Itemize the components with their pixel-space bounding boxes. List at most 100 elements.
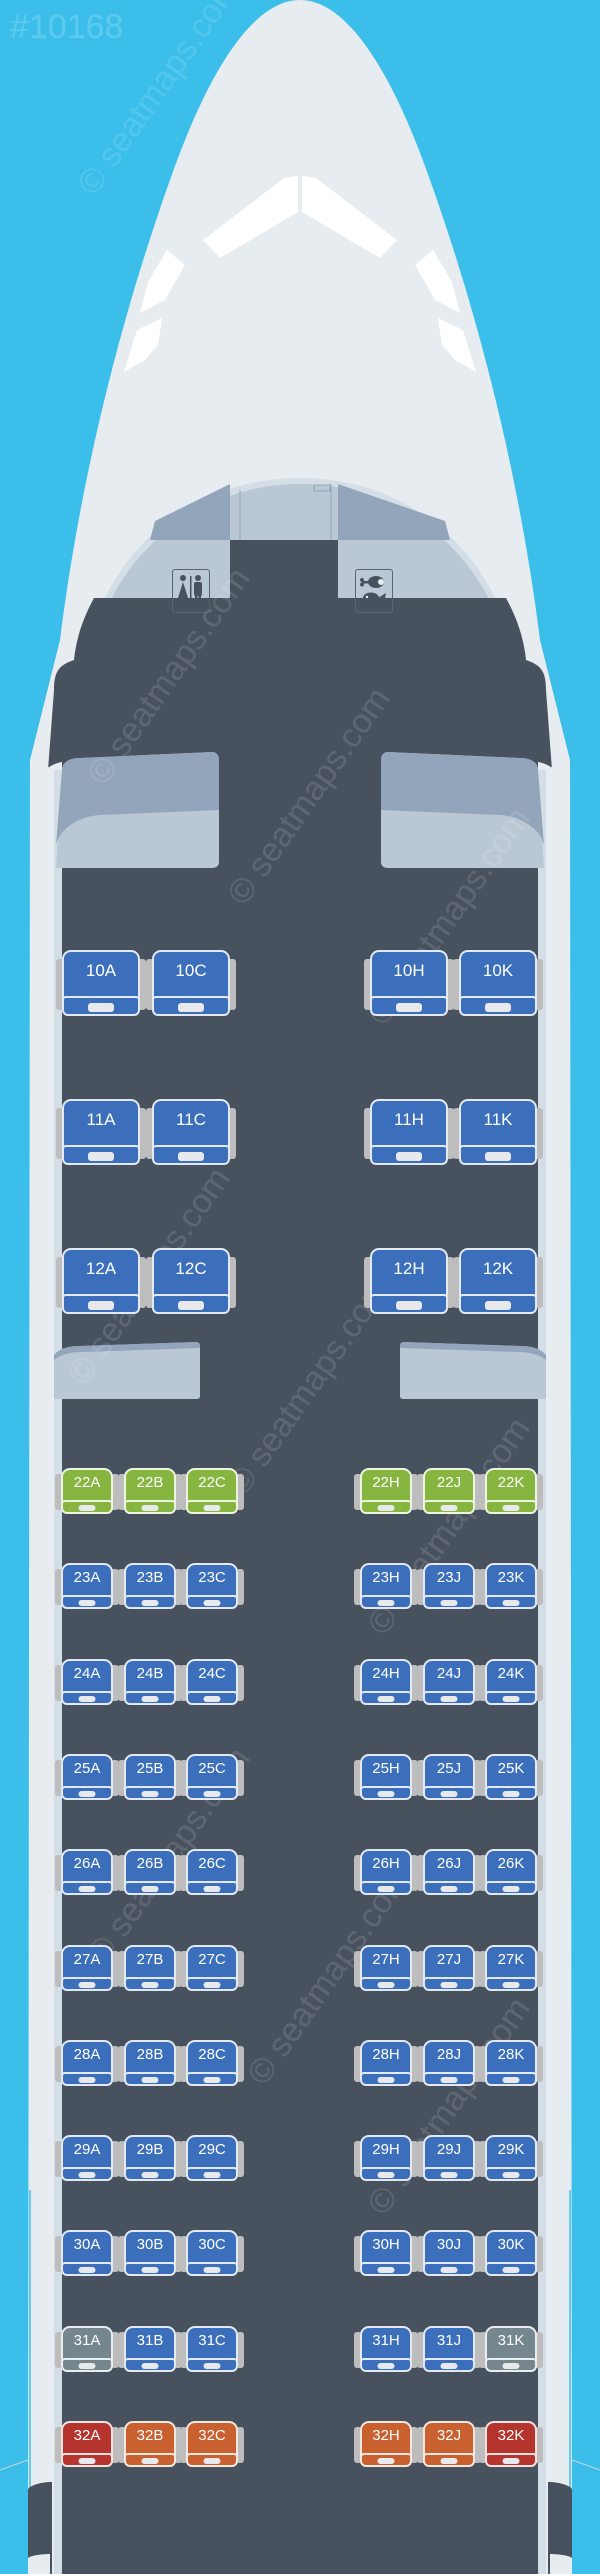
- seat[interactable]: 31C: [180, 2326, 244, 2372]
- seat[interactable]: 29K: [479, 2135, 543, 2181]
- seat[interactable]: 32C: [180, 2421, 244, 2467]
- seat[interactable]: 28H: [354, 2040, 418, 2086]
- seat[interactable]: 26H: [354, 1849, 418, 1895]
- seat[interactable]: 10A: [56, 950, 146, 1016]
- seat[interactable]: 27K: [479, 1945, 543, 1991]
- seat[interactable]: 31B: [118, 2326, 182, 2372]
- seat[interactable]: 30A: [55, 2230, 119, 2276]
- seat[interactable]: 23A: [55, 1563, 119, 1609]
- seat[interactable]: 26B: [118, 1849, 182, 1895]
- seat[interactable]: 24H: [354, 1659, 418, 1705]
- seat-armrest: [453, 1257, 461, 1308]
- seat[interactable]: 22H: [354, 1468, 418, 1514]
- seat[interactable]: 23K: [479, 1563, 543, 1609]
- seat-label: 10H: [393, 961, 425, 980]
- seat-armrest: [354, 1855, 362, 1891]
- seat-label: 22H: [372, 1474, 400, 1491]
- seat[interactable]: 26K: [479, 1849, 543, 1895]
- seat[interactable]: 27C: [180, 1945, 244, 1991]
- seat[interactable]: 24C: [180, 1659, 244, 1705]
- seat[interactable]: 22K: [479, 1468, 543, 1514]
- seat[interactable]: 32B: [118, 2421, 182, 2467]
- seat[interactable]: 12C: [146, 1248, 236, 1314]
- seat[interactable]: 27J: [417, 1945, 481, 1991]
- seat[interactable]: 29C: [180, 2135, 244, 2181]
- seat[interactable]: 27H: [354, 1945, 418, 1991]
- seat[interactable]: 28B: [118, 2040, 182, 2086]
- seat[interactable]: 24K: [479, 1659, 543, 1705]
- seat[interactable]: 22C: [180, 1468, 244, 1514]
- seat-label: 30C: [198, 2236, 226, 2253]
- seat[interactable]: 22A: [55, 1468, 119, 1514]
- seat[interactable]: 28J: [417, 2040, 481, 2086]
- seat[interactable]: 11C: [146, 1099, 236, 1165]
- seat[interactable]: 30K: [479, 2230, 543, 2276]
- seat-armrest: [410, 1474, 418, 1510]
- seat-headrest-pad: [440, 1886, 458, 1892]
- seat[interactable]: 26A: [55, 1849, 119, 1895]
- seat[interactable]: 25J: [417, 1754, 481, 1800]
- seat[interactable]: 29A: [55, 2135, 119, 2181]
- seat[interactable]: 10K: [453, 950, 543, 1016]
- seat[interactable]: 31H: [354, 2326, 418, 2372]
- seat[interactable]: 32J: [417, 2421, 481, 2467]
- seat[interactable]: 11A: [56, 1099, 146, 1165]
- seat[interactable]: 12K: [453, 1248, 543, 1314]
- seat-headrest-pad: [502, 1696, 520, 1702]
- seat-armrest: [354, 1474, 362, 1510]
- seat-armrest: [174, 1951, 182, 1987]
- seat[interactable]: 22B: [118, 1468, 182, 1514]
- seat[interactable]: 23C: [180, 1563, 244, 1609]
- seat[interactable]: 23H: [354, 1563, 418, 1609]
- seat[interactable]: 22J: [417, 1468, 481, 1514]
- seat[interactable]: 28C: [180, 2040, 244, 2086]
- seat[interactable]: 11H: [364, 1099, 454, 1165]
- seat-headrest-pad: [440, 1505, 458, 1511]
- seat[interactable]: 28A: [55, 2040, 119, 2086]
- seat[interactable]: 24A: [55, 1659, 119, 1705]
- seat[interactable]: 25A: [55, 1754, 119, 1800]
- seat-headrest-pad: [440, 2458, 458, 2464]
- seat-armrest: [56, 959, 64, 1010]
- seat[interactable]: 28K: [479, 2040, 543, 2086]
- seat[interactable]: 30B: [118, 2230, 182, 2276]
- seat[interactable]: 26C: [180, 1849, 244, 1895]
- seat[interactable]: 30J: [417, 2230, 481, 2276]
- seat[interactable]: 29H: [354, 2135, 418, 2181]
- seat[interactable]: 11K: [453, 1099, 543, 1165]
- seat[interactable]: 29J: [417, 2135, 481, 2181]
- seat[interactable]: 27B: [118, 1945, 182, 1991]
- seat[interactable]: 23J: [417, 1563, 481, 1609]
- seat-armrest: [118, 2236, 126, 2272]
- seat[interactable]: 32A: [55, 2421, 119, 2467]
- seat[interactable]: 27A: [55, 1945, 119, 1991]
- seat[interactable]: 12A: [56, 1248, 146, 1314]
- seat[interactable]: 24B: [118, 1659, 182, 1705]
- galley-sign: [355, 569, 393, 613]
- seat[interactable]: 24J: [417, 1659, 481, 1705]
- seat[interactable]: 25B: [118, 1754, 182, 1800]
- seat[interactable]: 25K: [479, 1754, 543, 1800]
- seat-armrest: [535, 1855, 543, 1891]
- seat-armrest: [174, 1569, 182, 1605]
- seat[interactable]: 25H: [354, 1754, 418, 1800]
- seat[interactable]: 25C: [180, 1754, 244, 1800]
- seat[interactable]: 31K: [479, 2326, 543, 2372]
- seat[interactable]: 32K: [479, 2421, 543, 2467]
- seat[interactable]: 32H: [354, 2421, 418, 2467]
- seat[interactable]: 12H: [364, 1248, 454, 1314]
- seat-armrest: [111, 2332, 119, 2368]
- seat[interactable]: 26J: [417, 1849, 481, 1895]
- seat[interactable]: 30C: [180, 2230, 244, 2276]
- seat[interactable]: 29B: [118, 2135, 182, 2181]
- seat-label: 30H: [372, 2236, 400, 2253]
- seat[interactable]: 23B: [118, 1563, 182, 1609]
- seat-headrest-pad: [502, 1600, 520, 1606]
- seat-label: 29J: [436, 2141, 462, 2158]
- seat[interactable]: 10H: [364, 950, 454, 1016]
- seat[interactable]: 30H: [354, 2230, 418, 2276]
- seat[interactable]: 31A: [55, 2326, 119, 2372]
- seat-headrest-pad: [502, 2458, 520, 2464]
- seat[interactable]: 10C: [146, 950, 236, 1016]
- seat[interactable]: 31J: [417, 2326, 481, 2372]
